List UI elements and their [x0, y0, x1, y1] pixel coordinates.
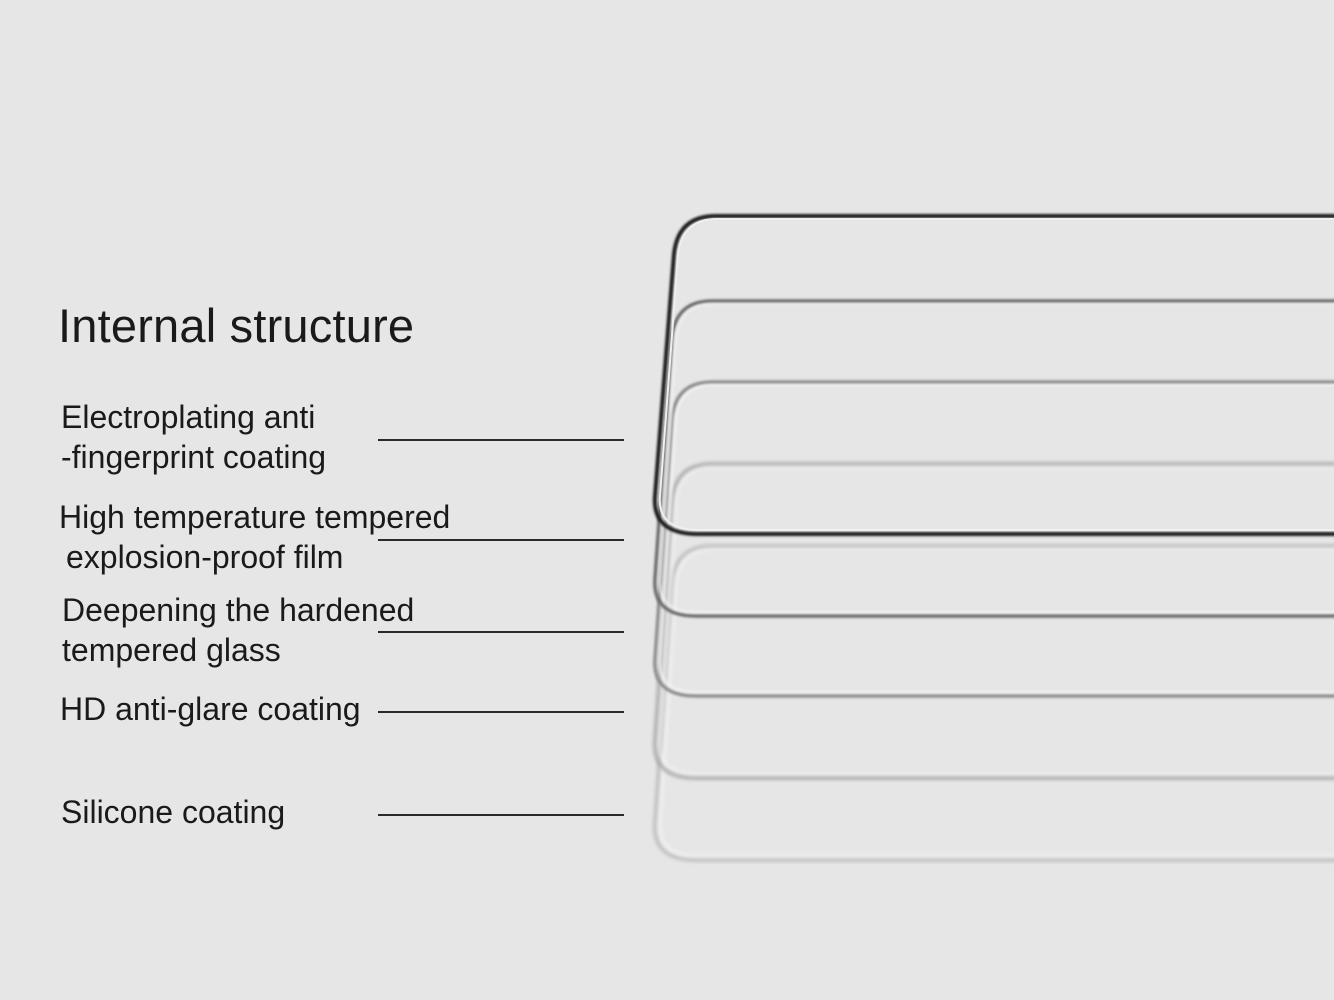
layer-label-line: tempered glass: [62, 632, 281, 668]
layer-label-line: Electroplating anti: [61, 399, 316, 435]
layer-sheet-explosion-proof-film: [653, 299, 1334, 618]
diagram-title: Internal structure: [58, 299, 415, 352]
leader-line: [378, 631, 624, 633]
layer-label-electroplating: Electroplating anti -fingerprint coating: [61, 397, 326, 477]
leader-line: [378, 539, 624, 541]
layer-sheet-silicone: [653, 544, 1334, 862]
layer-sheet-anti-glare: [653, 462, 1334, 780]
layer-label-anti-glare: HD anti-glare coating: [60, 689, 361, 729]
leader-line: [378, 814, 624, 816]
leader-line: [378, 439, 624, 441]
layer-label-explosion-proof-film: High temperature tempered explosion-proo…: [59, 497, 450, 577]
layer-sheet-tempered-glass: [653, 380, 1334, 698]
layer-label-tempered-glass: Deepening the hardened tempered glass: [62, 590, 414, 670]
layer-label-silicone: Silicone coating: [61, 792, 285, 832]
layer-label-line: explosion-proof film: [66, 539, 344, 575]
leader-line: [378, 711, 624, 713]
layer-label-line: HD anti-glare coating: [60, 691, 361, 727]
layer-label-line: Deepening the hardened: [62, 592, 415, 628]
layer-label-line: High temperature tempered: [59, 499, 451, 535]
layer-sheet-electroplating: [652, 214, 1334, 536]
layer-label-line: Silicone coating: [61, 794, 286, 830]
layer-label-line: -fingerprint coating: [61, 439, 327, 475]
